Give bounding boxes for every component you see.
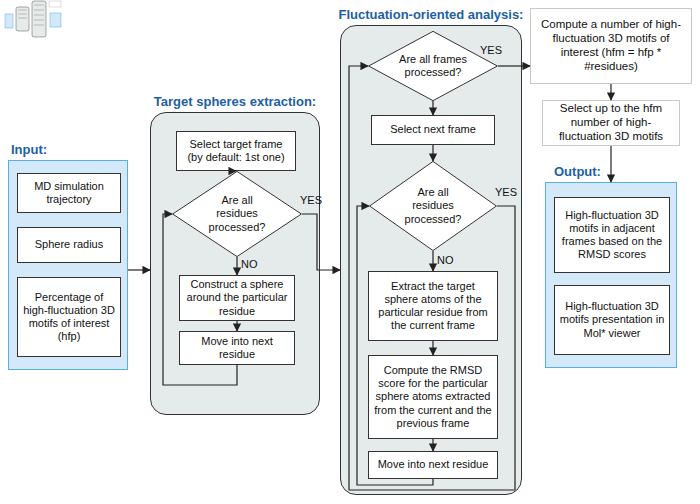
decision-diamond: Are all residues processed? <box>369 161 497 251</box>
edge-label: YES <box>300 194 322 206</box>
flow-arrow <box>432 145 433 161</box>
section-panel: Input:MD simulation trajectorySphere rad… <box>8 160 128 370</box>
section-panel: Fluctuation-oriented analysis:Are all fr… <box>340 25 522 495</box>
panel-heading: Target spheres extraction: <box>111 94 359 109</box>
flow-arrow <box>432 341 433 355</box>
flow-arrow <box>432 439 433 451</box>
flow-arrow <box>163 214 237 385</box>
process-box: Compute the RMSD score for the particula… <box>368 355 498 439</box>
box-text: MD simulation trajectory <box>22 180 116 206</box>
flow-arrow <box>610 84 611 100</box>
process-box: Construct a sphere around the particular… <box>179 275 295 321</box>
box-text: Sphere radius <box>35 238 104 251</box>
box-text: Compute the RMSD score for the particula… <box>373 364 493 430</box>
box-text: Select up to the hfm number of high-fluc… <box>549 102 673 143</box>
thumbnail <box>4 0 64 38</box>
flow-arrow <box>349 66 515 490</box>
process-box: High-fluctuation 3D motifs in adjacent f… <box>554 197 670 273</box>
box-text: Are all residues processed? <box>172 194 302 234</box>
process-box: MD simulation trajectory <box>17 173 121 213</box>
process-box: Select target frame (by default: 1st one… <box>176 131 296 171</box>
flow-arrow <box>357 206 433 485</box>
box-text: High-fluctuation 3D motifs in adjacent f… <box>559 209 665 262</box>
edge-label: YES <box>495 186 517 198</box>
panel-heading: Input: <box>11 142 47 157</box>
box-text: Construct a sphere around the particular… <box>184 278 290 318</box>
box-text: Percentage of high-fluctuation 3D motifs… <box>22 291 116 344</box>
section-panel: Output:High-fluctuation 3D motifs in adj… <box>545 182 677 368</box>
process-box: Select up to the hfm number of high-fluc… <box>542 100 680 146</box>
process-box: High-fluctuation 3D motifs presentation … <box>554 285 670 355</box>
box-text: Are all frames processed? <box>368 53 498 79</box>
process-box: Sphere radius <box>17 227 121 263</box>
flow-arrow <box>128 269 150 270</box>
edge-label: NO <box>241 258 258 270</box>
box-text: Are all residues processed? <box>369 186 497 226</box>
panel-heading: Fluctuation-oriented analysis: <box>301 7 561 22</box>
box-text: Move into next residue <box>184 335 290 361</box>
flow-arrow <box>498 65 530 66</box>
edge-label: NO <box>437 254 454 266</box>
panel-heading: Output: <box>554 164 601 179</box>
decision-diamond: Are all residues processed? <box>172 171 302 257</box>
flow-arrow <box>610 146 611 182</box>
process-box: Extract the target sphere atoms of the p… <box>368 271 498 341</box>
flow-arrow <box>432 101 433 115</box>
box-text: Extract the target sphere atoms of the p… <box>373 280 493 333</box>
process-box: Percentage of high-fluctuation 3D motifs… <box>17 277 121 357</box>
flow-arrow <box>302 214 340 270</box>
process-box: Select next frame <box>371 115 495 145</box>
edge-label: YES <box>480 44 502 56</box>
flow-arrow <box>432 251 433 271</box>
process-box: Compute a number of high-fluctuation 3D … <box>530 8 692 84</box>
section-panel: Target spheres extraction:Select target … <box>150 112 320 415</box>
box-text: Select next frame <box>390 123 476 136</box>
process-box: Move into next residue <box>368 451 498 479</box>
process-box: Move into next residue <box>179 331 295 365</box>
box-text: Move into next residue <box>378 458 489 471</box>
flow-arrow <box>236 257 237 275</box>
flow-arrow <box>236 321 237 331</box>
box-text: Compute a number of high-fluctuation 3D … <box>537 18 685 73</box>
box-text: High-fluctuation 3D motifs presentation … <box>559 300 665 340</box>
box-text: Select target frame (by default: 1st one… <box>181 138 291 164</box>
decision-diamond: Are all frames processed? <box>368 31 498 101</box>
